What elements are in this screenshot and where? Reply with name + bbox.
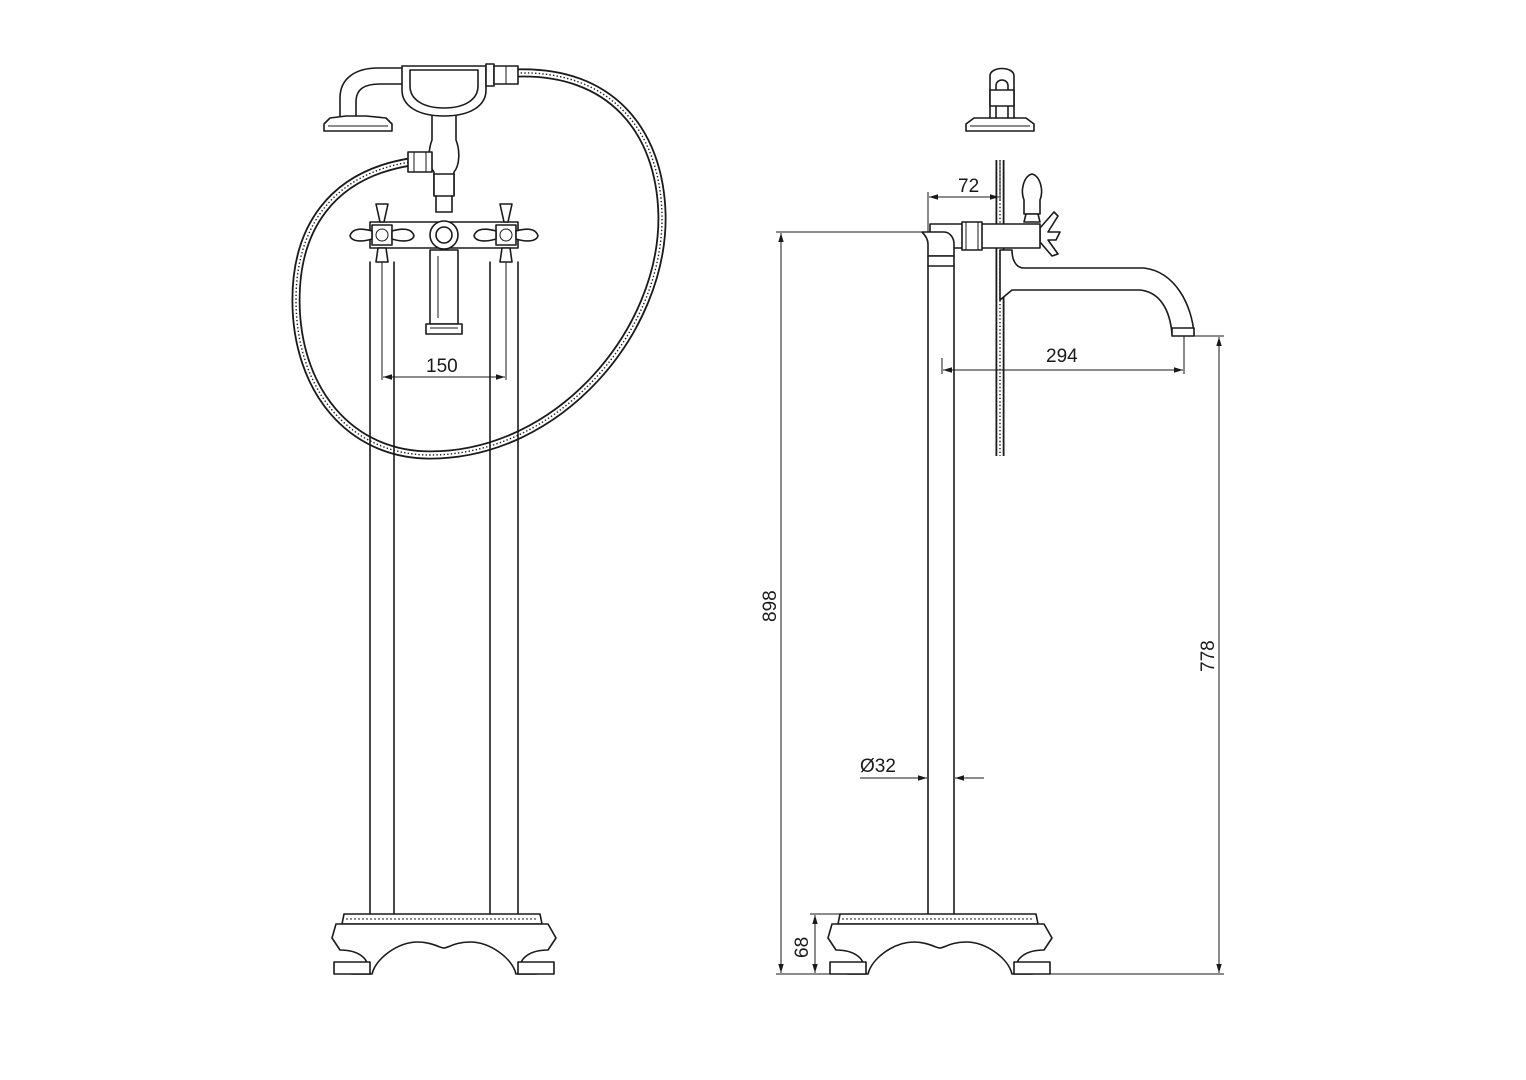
label-68: 68 <box>792 937 813 958</box>
side-main-pipe <box>921 231 955 915</box>
side-mixer-body <box>929 221 1041 251</box>
dimension-294 <box>941 336 1185 374</box>
label-150: 150 <box>426 356 458 377</box>
dimension-150 <box>381 262 507 380</box>
label-898: 898 <box>760 590 781 622</box>
label-294: 294 <box>1046 346 1078 367</box>
cross-handle-left <box>349 203 415 263</box>
shower-cradle <box>323 67 403 132</box>
side-floor-base <box>827 913 1053 975</box>
label-72: 72 <box>958 176 979 197</box>
label-diameter-32: Ø32 <box>860 756 896 777</box>
riser-pipes <box>369 261 519 915</box>
front-view <box>291 63 667 975</box>
front-floor-base <box>331 913 557 975</box>
dimension-898 <box>776 231 922 973</box>
side-handle <box>1021 173 1061 257</box>
side-view <box>827 67 1195 975</box>
dimension-68 <box>776 913 840 975</box>
front-spout <box>425 249 463 335</box>
diverter-column <box>407 115 460 213</box>
dimension-labels: 150 72 294 898 778 Ø32 68 <box>426 176 1219 958</box>
side-shower-cradle <box>965 67 1035 132</box>
dimension-lines <box>381 160 1224 975</box>
dimension-778 <box>1040 335 1224 975</box>
hand-shower-handset <box>401 63 519 117</box>
side-spout <box>999 249 1195 337</box>
dimension-72 <box>927 160 1001 232</box>
cross-handle-right <box>473 203 539 263</box>
label-778: 778 <box>1198 640 1219 672</box>
shower-hose <box>291 68 667 460</box>
